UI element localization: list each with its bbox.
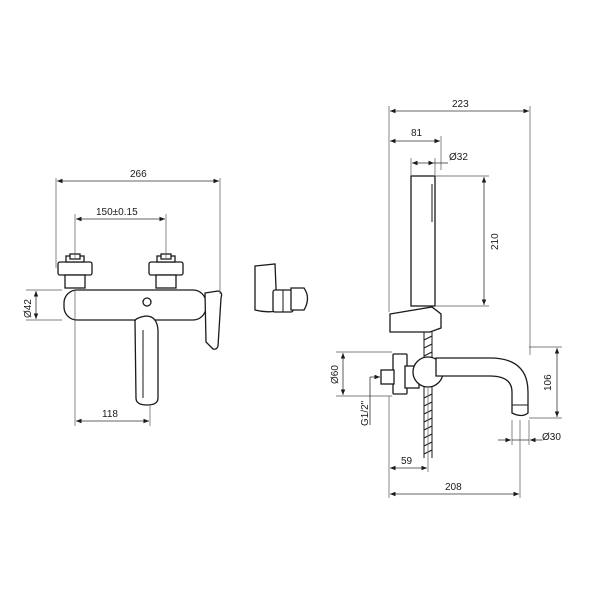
dim-42-label: Ø42 xyxy=(23,299,34,318)
dim-210-label: 210 xyxy=(490,233,501,250)
hand-shower xyxy=(410,175,436,307)
dim-150-label: 150±0.15 xyxy=(96,207,138,218)
dim-59-label: 59 xyxy=(401,456,413,467)
spout-side xyxy=(435,357,529,417)
dim-118-label: 118 xyxy=(102,409,118,420)
diverter-lever xyxy=(204,290,223,350)
dim-106-label: 106 xyxy=(543,374,554,391)
side-view-assembly xyxy=(380,175,529,458)
dim-81-label: 81 xyxy=(411,128,423,139)
mixer-body xyxy=(63,289,207,321)
right-handle xyxy=(148,253,184,289)
side-view-mixer xyxy=(254,263,309,313)
shower-holder xyxy=(389,306,442,333)
dim-32-label: Ø32 xyxy=(449,152,468,163)
dim-60-label: Ø60 xyxy=(330,365,341,384)
front-view-mixer xyxy=(57,253,223,406)
side-view-dimensions: 223 81 Ø32 210 Ø60 106 G1/2" Ø30 59 xyxy=(330,99,562,498)
dim-266-label: 266 xyxy=(130,169,147,180)
dim-g12-label: G1/2" xyxy=(360,400,371,426)
dim-30-label: Ø30 xyxy=(542,432,561,443)
left-handle xyxy=(57,253,93,289)
dim-223-label: 223 xyxy=(452,99,469,110)
mixer-outlet-hole xyxy=(142,297,152,307)
spout xyxy=(134,315,159,406)
front-view-dimensions: 266 150±0.15 Ø42 118 xyxy=(23,169,221,426)
dim-208-label: 208 xyxy=(445,482,462,493)
